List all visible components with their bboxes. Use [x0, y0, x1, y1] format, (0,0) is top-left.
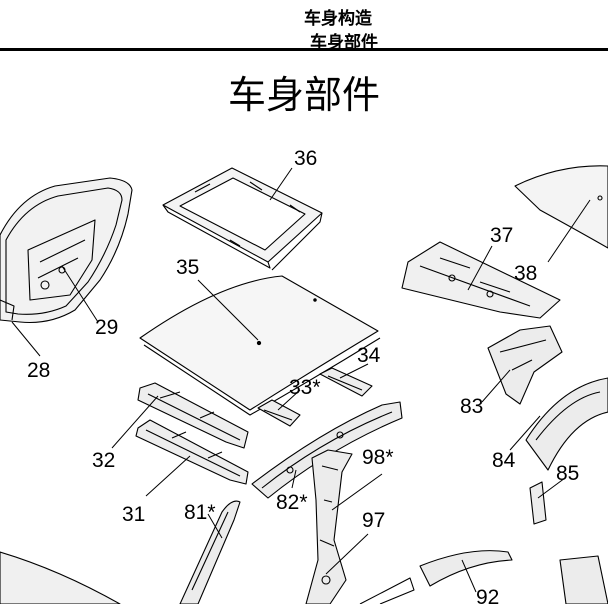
- callout-84: 84: [492, 449, 516, 472]
- callout-31: 31: [122, 503, 145, 526]
- page-header: 车身构造 车身部件: [0, 0, 608, 53]
- part-front-pillar: [179, 500, 241, 604]
- callout-35: 35: [176, 256, 199, 279]
- part-wheelhouse-outer: [525, 377, 608, 471]
- callout-28: 28: [27, 359, 50, 382]
- callout-32: 32: [92, 449, 115, 472]
- part-center-pillar: [305, 449, 353, 604]
- part-roof-panel: [139, 275, 381, 416]
- callout-33: 33*: [289, 376, 321, 399]
- callout-83: 83: [460, 395, 483, 418]
- part-roof-bow: [135, 419, 249, 485]
- part-front-header: [137, 382, 249, 449]
- callout-labels: 36 35 37 38 34 33* 32 31 81* 82* 98* 97 …: [27, 147, 579, 604]
- callout-97: 97: [362, 509, 385, 532]
- part-rear-door: [0, 177, 133, 324]
- callout-92: 92: [476, 586, 499, 604]
- callout-81: 81*: [184, 501, 216, 524]
- callout-82: 82*: [276, 491, 308, 514]
- header-rule: [0, 48, 608, 51]
- part-trunk-lid: [514, 165, 608, 249]
- callout-38: 38: [514, 262, 537, 285]
- part-hood-edge: [0, 551, 121, 604]
- part-roof-frame: [162, 167, 323, 271]
- part-package-tray: [401, 241, 561, 319]
- callout-34: 34: [357, 344, 381, 367]
- callout-36: 36: [294, 147, 317, 170]
- section-title: 车身构造: [304, 9, 372, 29]
- part-wheelhouse-inner: [487, 325, 563, 405]
- callout-98: 98*: [362, 446, 394, 469]
- page-title: 车身部件: [227, 73, 380, 117]
- callout-85: 85: [556, 462, 579, 485]
- part-small-bracket: [529, 481, 547, 525]
- part-roof-bow-small: [257, 399, 301, 427]
- callout-29: 29: [95, 316, 118, 339]
- leader-lines: [11, 167, 591, 593]
- callout-37: 37: [490, 224, 513, 247]
- part-quarter-panel: [559, 555, 608, 604]
- part-rear-bow: [319, 367, 373, 397]
